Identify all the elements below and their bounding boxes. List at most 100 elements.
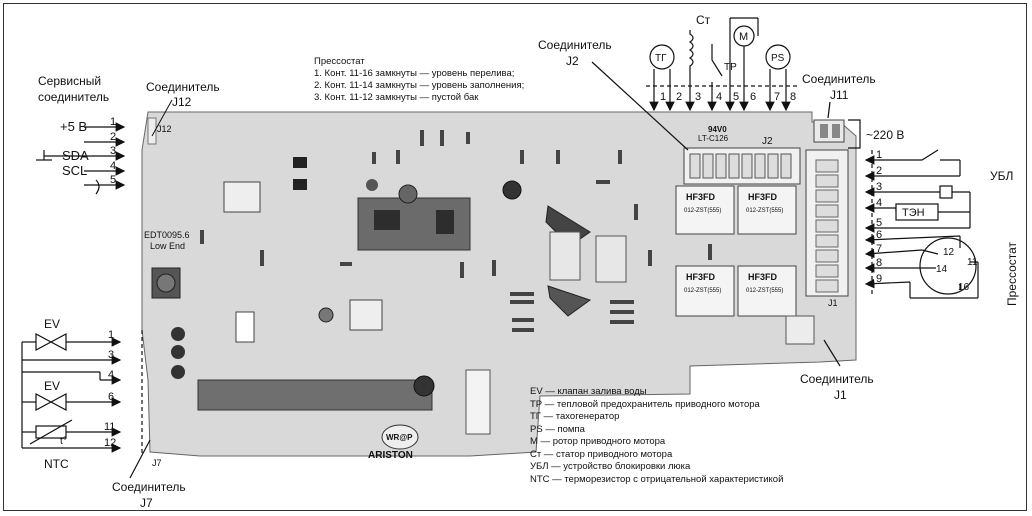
svg-text:HF3FD: HF3FD	[686, 272, 716, 282]
svg-text:7: 7	[774, 91, 780, 103]
svg-text:4: 4	[110, 160, 116, 172]
legend-code: EV	[530, 386, 543, 397]
svg-text:9: 9	[876, 273, 882, 285]
service-pin-5v: +5 В	[60, 119, 87, 134]
legend-item: УБЛ — устройство блокировки люка	[530, 461, 691, 472]
j2-components	[591, 17, 800, 151]
connector-j5	[235, 311, 255, 343]
legend-code: PS	[530, 423, 543, 435]
circuit-board: HF3FD 012-ZST(555) HF3FD 012-ZST(555) HF…	[141, 111, 857, 468]
svg-text:6: 6	[876, 229, 882, 241]
svg-text:94V0: 94V0	[708, 125, 727, 134]
svg-text:2: 2	[676, 91, 682, 103]
relay-2: HF3FD 012-ZST(555)	[737, 185, 797, 235]
j11-label-word: Соединитель	[802, 72, 876, 86]
j1-label-id: J1	[834, 388, 847, 402]
svg-text:1: 1	[660, 91, 666, 103]
legend-text: статор приводного мотора	[556, 448, 673, 460]
ev-top-label: EV	[44, 317, 60, 331]
svg-text:5: 5	[110, 174, 116, 186]
svg-text:LT-C126: LT-C126	[698, 134, 729, 143]
j1-wiring	[823, 149, 979, 367]
legend: EV — клапан залива воды ТР — тепловой пр…	[530, 386, 783, 486]
door-lock-label: УБЛ	[990, 169, 1013, 183]
service-pin-numbers: 1 2 3 4 5 +5 В SDA SCL	[60, 116, 116, 186]
legend-item: NTC — терморезистор с отрицательной хара…	[530, 473, 784, 485]
legend-text: терморезистор с отрицательной характерис…	[564, 473, 784, 485]
pressostat-contacts: 12 11 14 16	[936, 247, 978, 293]
j7-pin-numbers: 1 3 4 6 11 12	[104, 329, 116, 449]
svg-text:8: 8	[876, 257, 882, 269]
svg-text:11: 11	[967, 257, 978, 268]
svg-text:5: 5	[876, 217, 882, 229]
svg-text:11: 11	[104, 421, 115, 433]
voltage-220-label: ~220 В	[866, 128, 905, 142]
svg-text:3: 3	[108, 349, 114, 361]
svg-text:4: 4	[716, 91, 722, 103]
svg-text:6: 6	[108, 391, 114, 403]
relay-4: HF3FD 012-ZST(555)	[737, 265, 797, 317]
svg-text:16: 16	[958, 282, 970, 293]
j12-label-word: Соединитель	[146, 80, 220, 94]
j1-connector	[805, 149, 849, 297]
legend-code: NTC	[530, 473, 550, 485]
service-connector-label-1: Сервисный	[38, 74, 102, 88]
legend-text: устройство блокировки люка	[563, 461, 691, 472]
legend-text: тепловой предохранитель приводного мотор…	[556, 398, 760, 410]
j2-label-id: J2	[566, 54, 579, 68]
svg-text:12: 12	[943, 247, 955, 258]
j12-label-id: J12	[172, 95, 192, 109]
pressostat-side-label: Прессостат	[1005, 241, 1019, 306]
svg-text:3: 3	[695, 91, 701, 103]
t-degree-label: t°	[60, 436, 67, 447]
svg-text:8: 8	[790, 91, 796, 103]
svg-text:HF3FD: HF3FD	[748, 272, 778, 282]
pressostat-note-title: Прессостат	[314, 56, 365, 67]
j7-label-id: J7	[140, 496, 153, 510]
legend-text: ротор приводного мотора	[552, 436, 666, 447]
svg-text:012-ZST(555): 012-ZST(555)	[684, 288, 721, 294]
legend-code: УБЛ	[530, 461, 549, 472]
service-connector-wiring	[36, 122, 126, 195]
tachogenerator-symbol: ТГ	[655, 53, 667, 64]
capacitor-c14	[502, 180, 522, 200]
svg-text:12: 12	[104, 437, 116, 449]
svg-text:012-ZST(555): 012-ZST(555)	[746, 288, 783, 294]
service-pin-scl: SCL	[62, 163, 87, 178]
legend-text: клапан залива воды	[557, 386, 647, 397]
legend-item: Ст — статор приводного мотора	[530, 448, 673, 460]
svg-text:3: 3	[876, 181, 882, 193]
heater-label: ТЭН	[902, 207, 925, 219]
svg-text:J2: J2	[762, 136, 773, 147]
svg-text:2: 2	[876, 165, 882, 177]
chip-square	[349, 299, 383, 331]
j12-connector	[147, 117, 157, 145]
pressostat-note-3: 3. Конт. 11-12 замкнуты — пустой бак	[314, 92, 479, 103]
legend-code: Ст	[530, 448, 542, 460]
svg-text:2: 2	[110, 131, 116, 143]
svg-text:1: 1	[110, 116, 116, 128]
svg-text:WR@P: WR@P	[386, 433, 413, 442]
j2-label-word: Соединитель	[538, 38, 612, 52]
j1-pin-numbers: 1 2 3 4 5 6 7 8 9	[876, 149, 882, 285]
service-pin-sda: SDA	[62, 148, 89, 163]
svg-text:012-ZST(555): 012-ZST(555)	[684, 208, 721, 214]
j2-pin-numbers: 1 2 3 4 5 6 7 8	[660, 91, 796, 103]
j2-connector	[683, 147, 801, 185]
relay-1: HF3FD 012-ZST(555)	[675, 185, 735, 235]
j11-wiring	[827, 101, 861, 149]
legend-code: М	[530, 436, 538, 447]
svg-text:14: 14	[936, 264, 948, 275]
j1-label-word: Соединитель	[800, 372, 874, 386]
ntc-label: NTC	[44, 457, 69, 471]
svg-text:HF3FD: HF3FD	[748, 192, 778, 202]
legend-text: помпа	[557, 423, 585, 435]
svg-text:1: 1	[876, 149, 882, 161]
legend-item: ТГ — тахогенератор	[530, 411, 620, 422]
wrap-logo: WR@P	[381, 424, 419, 450]
legend-item: ТР — тепловой предохранитель приводного …	[530, 398, 760, 410]
j7-wiring	[21, 330, 151, 479]
stator-label: Ст	[696, 13, 711, 27]
chip-ic1	[293, 179, 307, 190]
